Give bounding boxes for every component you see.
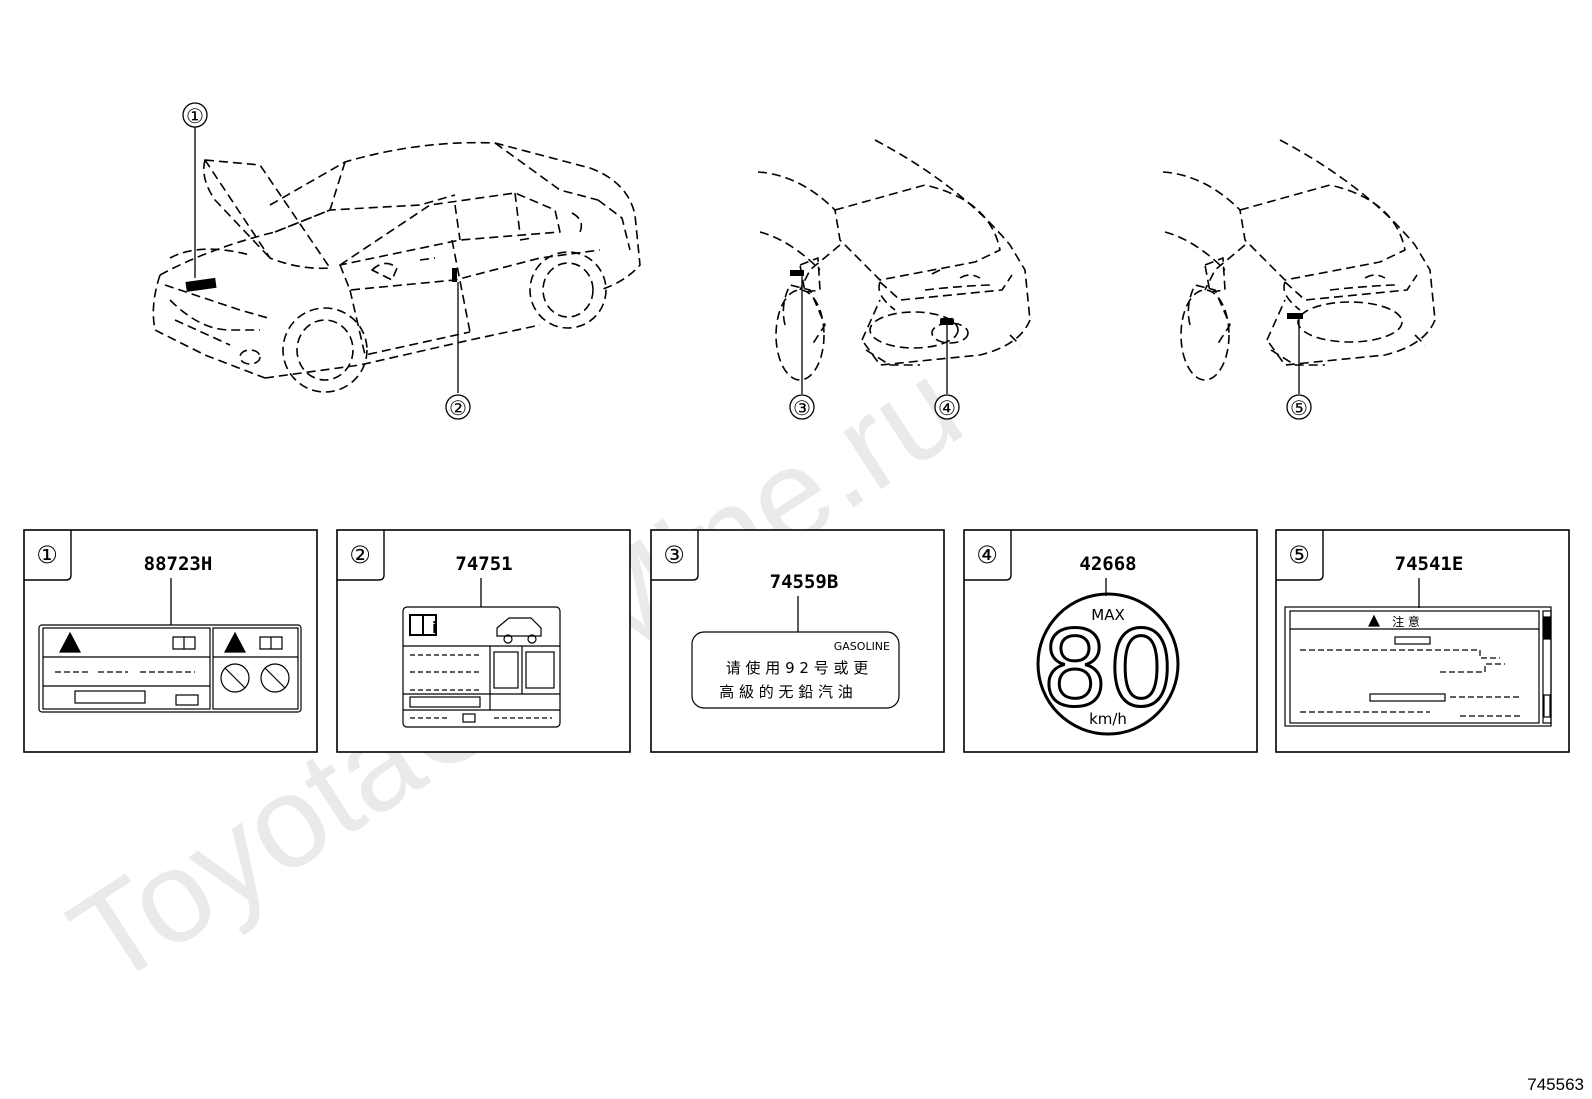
manual-icon [172,636,196,650]
label-88723H-drawing [38,624,302,713]
svg-text:②: ② [449,396,467,420]
label-location-2 [452,268,457,282]
panel-number: ③ [663,541,685,569]
svg-text:①: ① [186,104,204,128]
reference-number: 745563 [1527,1075,1584,1094]
svg-text:高 級 的 无 鉛 汽 油: 高 級 的 无 鉛 汽 油 [719,683,853,701]
part-number: 74751 [455,553,512,575]
panel-1: ① 88723H [23,529,318,753]
car-front-illustration [152,141,641,393]
svg-text:④: ④ [938,396,956,420]
speed-limit-sign: MAX 80 km/h [1036,592,1180,736]
panel-number: ② [349,541,371,569]
svg-text:i: i [432,618,437,637]
svg-text:MAX: MAX [1091,606,1124,624]
label-74541E-drawing: 注 意 [1284,606,1552,727]
label-74559B-drawing: GASOLINE 请 使 用 9 2 号 或 更 高 級 的 无 鉛 汽 油 [691,631,900,709]
svg-text:③: ③ [793,396,811,420]
label-location-1 [185,277,217,292]
warning-icon [59,631,81,653]
info-manual-icon [409,614,437,636]
vehicle-icon [496,617,542,637]
label-location-4 [940,318,954,325]
warning-icon [224,631,246,653]
svg-text:⑤: ⑤ [1290,396,1308,420]
svg-text:GASOLINE: GASOLINE [834,640,890,653]
callout-3: ③ [789,394,815,420]
svg-text:80: 80 [1042,608,1174,730]
manual-icon [259,636,283,650]
panel-number: ① [36,541,58,569]
warning-icon [1368,614,1380,627]
panel-2: ② 74751 i [336,529,631,753]
svg-text:请 使 用 9 2 号 或 更: 请 使 用 9 2 号 或 更 [726,659,868,677]
panel-5: ⑤ 74541E 注 意 [1275,529,1570,753]
part-number: 74559B [770,571,839,593]
part-number: 42668 [1079,553,1136,575]
car-rear-illustration-2 [1162,139,1436,381]
part-number: 88723H [144,553,213,575]
panel-number: ⑤ [1288,541,1310,569]
part-number: 74541E [1395,553,1464,575]
car-rear-illustration-1 [757,139,1031,381]
label-location-5 [1287,313,1303,319]
panel-number: ④ [976,541,998,569]
label-74751-drawing: i [402,606,561,728]
svg-text:km/h: km/h [1089,710,1127,728]
panel-4: ④ 42668 MAX 80 km/h [963,529,1258,753]
svg-text:注 意: 注 意 [1392,614,1420,629]
callout-5: ⑤ [1286,394,1312,420]
callout-2: ② [445,394,471,420]
callout-1: ① [182,102,208,128]
panel-3: ③ 74559B GASOLINE 请 使 用 9 2 号 或 更 高 級 的 … [650,529,945,753]
callout-4: ④ [934,394,960,420]
label-location-3 [790,270,804,276]
